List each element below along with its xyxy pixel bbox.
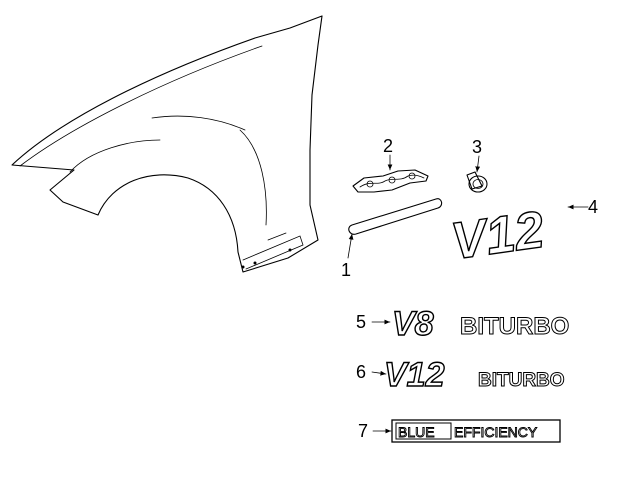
callout-6: 6 xyxy=(356,362,366,382)
callout-1: 1 xyxy=(341,260,351,280)
v12-biturbo-text: BITURBO xyxy=(478,370,565,391)
v8-biturbo-text: BITURBO xyxy=(460,313,569,340)
emblem-v8-biturbo: V8 BITURBO xyxy=(391,304,570,343)
side-emblem-v12: V12 xyxy=(448,201,548,271)
v8-model-text: V8 xyxy=(392,305,434,343)
callout-4: 4 xyxy=(588,197,598,217)
v12-model-text: V12 xyxy=(384,356,445,394)
callout-5: 5 xyxy=(356,312,366,332)
callout-2: 2 xyxy=(383,136,393,156)
callout-7: 7 xyxy=(358,421,368,441)
fender-illustration xyxy=(11,15,323,273)
callout-leaders xyxy=(347,154,589,434)
plate-efficiency-text: EFFICIENCY xyxy=(454,424,538,440)
emblem-bracket xyxy=(352,169,429,193)
emblem-blue-efficiency: BLUE EFFICIENCY xyxy=(391,419,561,443)
retainer-clip xyxy=(466,171,488,193)
callout-3: 3 xyxy=(472,137,482,157)
plate-blue-text: BLUE xyxy=(398,424,435,440)
molding-strip xyxy=(348,198,443,235)
emblem-v12-biturbo: V12 BITURBO xyxy=(383,355,565,394)
